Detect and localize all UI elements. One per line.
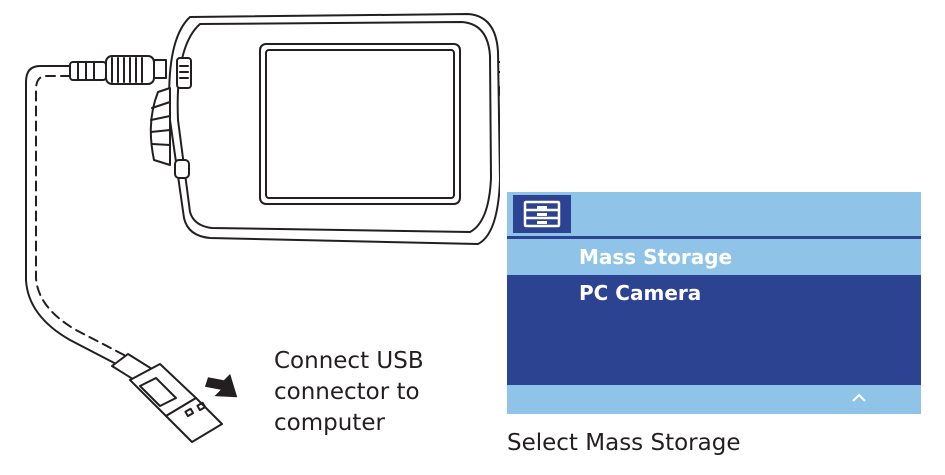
menu-header <box>507 192 921 236</box>
menu-footer <box>507 385 921 414</box>
menu-list-icon[interactable] <box>513 195 571 233</box>
chevron-up-icon[interactable] <box>851 392 867 404</box>
usb-mode-menu: Mass Storage PC Camera <box>507 192 921 414</box>
menu-list-icon-glyph <box>523 200 561 228</box>
dashcam-screen <box>259 43 461 205</box>
dashcam-body <box>149 13 500 245</box>
select-mass-storage-caption: Select Mass Storage <box>507 430 741 456</box>
mini-usb-plug <box>69 55 167 85</box>
caption-line-3: computer <box>274 410 385 436</box>
plug-direction-arrow <box>204 373 238 398</box>
caption-line-2: connector to <box>274 379 420 405</box>
menu-item-pc-camera[interactable]: PC Camera <box>507 275 921 311</box>
caption-line-1: Connect USB <box>274 348 424 374</box>
menu-item-mass-storage[interactable]: Mass Storage <box>507 239 921 275</box>
connect-usb-caption: Connect USB connector to computer <box>274 346 424 439</box>
dashcam-usb-illustration <box>25 13 500 443</box>
usb-a-connector <box>111 353 223 443</box>
usb-cable <box>25 65 127 367</box>
